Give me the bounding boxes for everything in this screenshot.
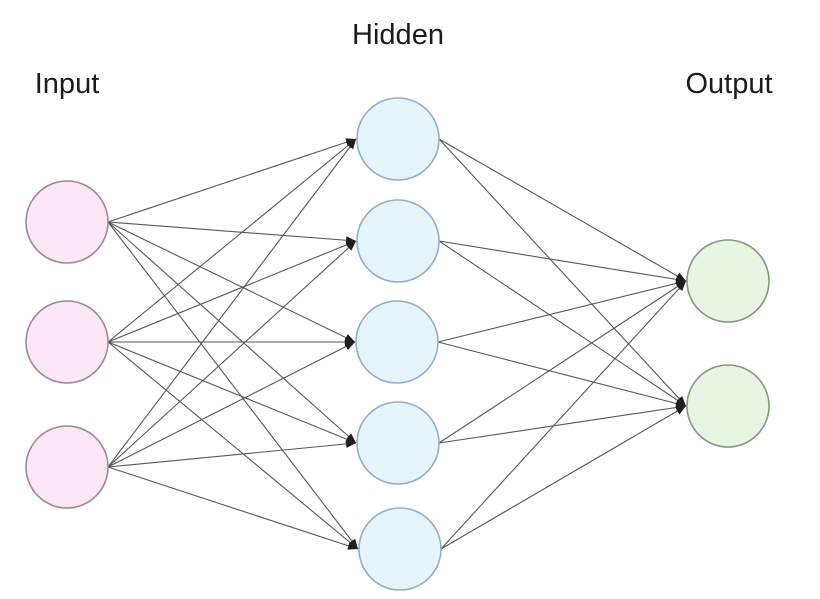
edge-input3-to-hidden4 <box>107 439 357 468</box>
edge-input1-to-hidden5 <box>107 221 359 550</box>
hidden-layer-label: Hidden <box>352 19 444 52</box>
edge-hidden4-to-output2 <box>438 403 687 444</box>
edge-hidden2-to-output1 <box>438 240 687 284</box>
input-layer-label: Input <box>34 68 100 101</box>
edge-input2-to-hidden5 <box>107 341 359 550</box>
edge-input3-to-hidden2 <box>107 240 357 468</box>
input-node-1 <box>25 180 109 264</box>
hidden-node-5 <box>358 507 442 591</box>
input-node-2 <box>25 300 109 384</box>
edge-input3-to-hidden5 <box>107 466 359 550</box>
edge-hidden5-to-output1 <box>440 280 687 550</box>
edge-input2-to-hidden1 <box>107 138 357 343</box>
edge-hidden2-to-output2 <box>438 240 687 407</box>
hidden-node-4 <box>356 401 440 485</box>
hidden-node-2 <box>356 199 440 283</box>
hidden-node-3 <box>355 300 439 384</box>
edge-hidden3-to-output2 <box>437 341 687 408</box>
input-node-3 <box>25 425 109 509</box>
edge-input2-to-hidden4 <box>107 341 357 444</box>
edge-input1-to-hidden1 <box>107 138 357 223</box>
edge-input1-to-hidden4 <box>107 221 357 444</box>
edge-hidden3-to-output1 <box>437 279 687 343</box>
hidden-node-1 <box>356 97 440 181</box>
edge-input3-to-hidden3 <box>107 341 356 468</box>
output-layer-label: Output <box>685 68 773 101</box>
output-node-2 <box>686 364 770 448</box>
edge-hidden1-to-output2 <box>438 138 687 407</box>
edge-hidden4-to-output1 <box>438 280 687 444</box>
edge-input1-to-hidden2 <box>107 221 357 245</box>
edge-input1-to-hidden3 <box>107 221 356 343</box>
edge-hidden5-to-output2 <box>440 405 687 550</box>
edge-input2-to-hidden2 <box>107 240 357 343</box>
output-node-1 <box>686 239 770 323</box>
edge-input3-to-hidden1 <box>107 138 357 468</box>
edge-hidden1-to-output1 <box>438 138 687 282</box>
